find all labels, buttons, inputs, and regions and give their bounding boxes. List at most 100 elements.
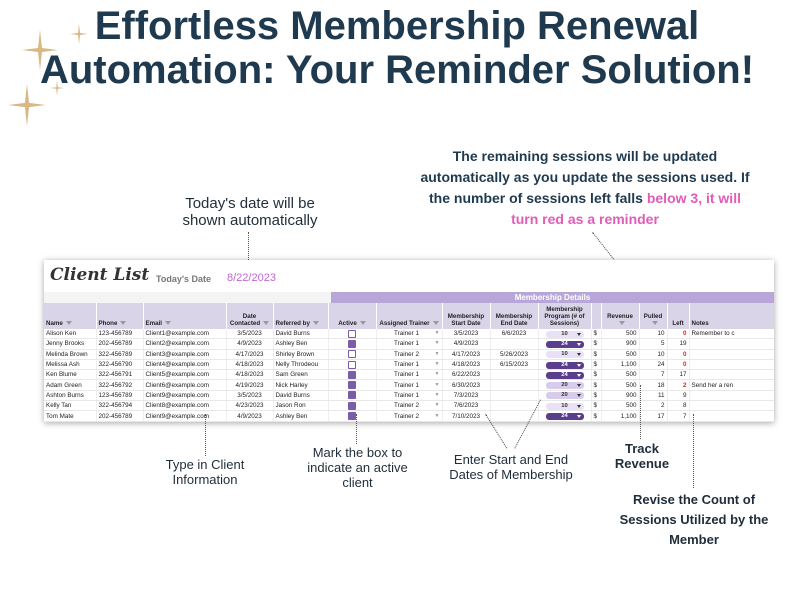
table-row[interactable] [44, 421, 774, 422]
cell-email[interactable]: Client5@example.com [143, 369, 227, 381]
checkbox-icon[interactable] [348, 360, 356, 369]
cell-date-contacted[interactable]: 4/23/2023 [226, 400, 274, 412]
cell-pulled[interactable]: 10 [639, 329, 668, 340]
checkbox-icon[interactable] [348, 391, 356, 400]
cell-email[interactable]: Client1@example.com [143, 329, 227, 340]
cell-notes[interactable] [689, 390, 774, 402]
cell-phone[interactable] [96, 421, 144, 422]
cell-start-date[interactable]: 7/3/2023 [442, 390, 491, 402]
cell-notes[interactable] [689, 349, 774, 360]
dropdown-arrow-icon[interactable] [576, 363, 581, 367]
cell-notes[interactable] [689, 359, 774, 371]
cell-date-contacted[interactable]: 4/18/2023 [226, 359, 274, 371]
cell-revenue[interactable]: 900 [601, 338, 640, 350]
dropdown-arrow-icon[interactable]: ▼ [434, 391, 440, 398]
cell-start-date[interactable]: 7/6/2023 [442, 400, 491, 412]
cell-end-date[interactable]: 5/26/2023 [490, 349, 539, 360]
cell-date-contacted[interactable]: 4/19/2023 [226, 379, 274, 391]
cell-email[interactable]: Client9@example.com [143, 410, 227, 422]
program-dropdown[interactable]: 10 [545, 330, 584, 338]
cell-revenue[interactable]: 500 [601, 369, 640, 381]
cell-name[interactable]: Kelly Tan [44, 400, 97, 412]
cell-currency[interactable]: $ [591, 349, 602, 360]
dropdown-arrow-icon[interactable] [576, 342, 581, 346]
cell-active[interactable] [328, 359, 377, 371]
col-header-referred-by[interactable]: Referred by [273, 303, 329, 329]
cell-referred-by[interactable] [273, 421, 329, 422]
cell-end-date[interactable] [490, 338, 539, 350]
cell-currency[interactable]: $ [591, 379, 602, 391]
program-dropdown[interactable]: 20 [545, 392, 584, 400]
cell-phone[interactable]: 322-456792 [96, 379, 144, 391]
col-header-end-date[interactable]: Membership End Date [490, 303, 539, 329]
cell-notes[interactable]: Send her a ren [689, 379, 774, 391]
col-header-notes[interactable]: Notes [689, 303, 774, 329]
col-header-phone[interactable]: Phone [96, 303, 144, 329]
cell-program[interactable]: 24 [538, 338, 592, 350]
cell-trainer[interactable]: Trainer 1▼ [376, 379, 443, 391]
dropdown-arrow-icon[interactable]: ▼ [434, 350, 440, 357]
col-header-trainer[interactable]: Assigned Trainer [376, 303, 443, 329]
cell-active[interactable] [328, 338, 377, 350]
cell-start-date[interactable]: 6/22/2023 [442, 369, 491, 381]
dropdown-arrow-icon[interactable]: ▼ [434, 340, 440, 347]
cell-name[interactable]: Alison Ken [44, 329, 97, 340]
cell-date-contacted[interactable]: 4/18/2023 [226, 369, 274, 381]
cell-email[interactable]: Client2@example.com [143, 338, 227, 350]
cell-program[interactable]: 10 [538, 400, 592, 412]
cell-phone[interactable]: 123-456789 [96, 390, 144, 402]
cell-active[interactable] [328, 329, 377, 340]
cell-left[interactable]: 0 [667, 359, 690, 371]
cell-notes[interactable] [689, 369, 774, 381]
cell-left[interactable]: 9 [667, 390, 690, 402]
cell-left[interactable]: 0 [667, 349, 690, 360]
cell-start-date[interactable]: 4/18/2023 [442, 359, 491, 371]
cell-notes[interactable]: Remember to c [689, 329, 774, 340]
cell-active[interactable] [328, 400, 377, 412]
program-dropdown[interactable]: 24 [545, 413, 584, 421]
cell-start-date[interactable] [442, 421, 491, 422]
cell-currency[interactable]: $ [591, 359, 602, 371]
cell-revenue[interactable]: 500 [601, 379, 640, 391]
cell-revenue[interactable]: 1,100 [601, 410, 640, 422]
dropdown-arrow-icon[interactable] [576, 404, 581, 408]
cell-start-date[interactable]: 6/30/2023 [442, 379, 491, 391]
program-dropdown[interactable]: 10 [545, 402, 584, 410]
dropdown-arrow-icon[interactable] [576, 353, 581, 357]
cell-email[interactable]: Client8@example.com [143, 400, 227, 412]
cell-program[interactable] [538, 421, 592, 422]
cell-active[interactable] [328, 369, 377, 381]
checkbox-icon[interactable] [348, 329, 356, 338]
cell-referred-by[interactable]: David Burns [273, 390, 329, 402]
cell-email[interactable]: Client4@example.com [143, 359, 227, 371]
cell-active[interactable] [328, 390, 377, 402]
col-header-date-contacted[interactable]: Date Contacted [226, 303, 274, 329]
cell-left[interactable]: 17 [667, 369, 690, 381]
cell-end-date[interactable] [490, 379, 539, 391]
cell-left[interactable]: 19 [667, 338, 690, 350]
cell-revenue[interactable] [601, 421, 640, 422]
cell-revenue[interactable]: 1,100 [601, 359, 640, 371]
cell-program[interactable]: 10 [538, 349, 592, 360]
cell-phone[interactable]: 322-456789 [96, 349, 144, 360]
checkbox-icon[interactable] [348, 412, 356, 421]
cell-currency[interactable]: $ [591, 390, 602, 402]
dropdown-arrow-icon[interactable] [576, 332, 581, 336]
cell-trainer[interactable]: Trainer 1▼ [376, 359, 443, 371]
dropdown-arrow-icon[interactable]: ▼ [434, 371, 440, 378]
cell-notes[interactable] [689, 421, 774, 422]
cell-referred-by[interactable]: David Burns [273, 329, 329, 340]
cell-phone[interactable]: 202-456789 [96, 410, 144, 422]
dropdown-arrow-icon[interactable] [576, 415, 581, 419]
cell-end-date[interactable] [490, 400, 539, 412]
cell-pulled[interactable] [639, 421, 668, 422]
checkbox-icon[interactable] [348, 381, 356, 390]
cell-trainer[interactable]: Trainer 2▼ [376, 400, 443, 412]
dropdown-arrow-icon[interactable] [576, 384, 581, 388]
today-value[interactable]: 8/22/2023 [227, 272, 276, 284]
cell-pulled[interactable]: 24 [639, 359, 668, 371]
cell-date-contacted[interactable]: 4/9/2023 [226, 338, 274, 350]
